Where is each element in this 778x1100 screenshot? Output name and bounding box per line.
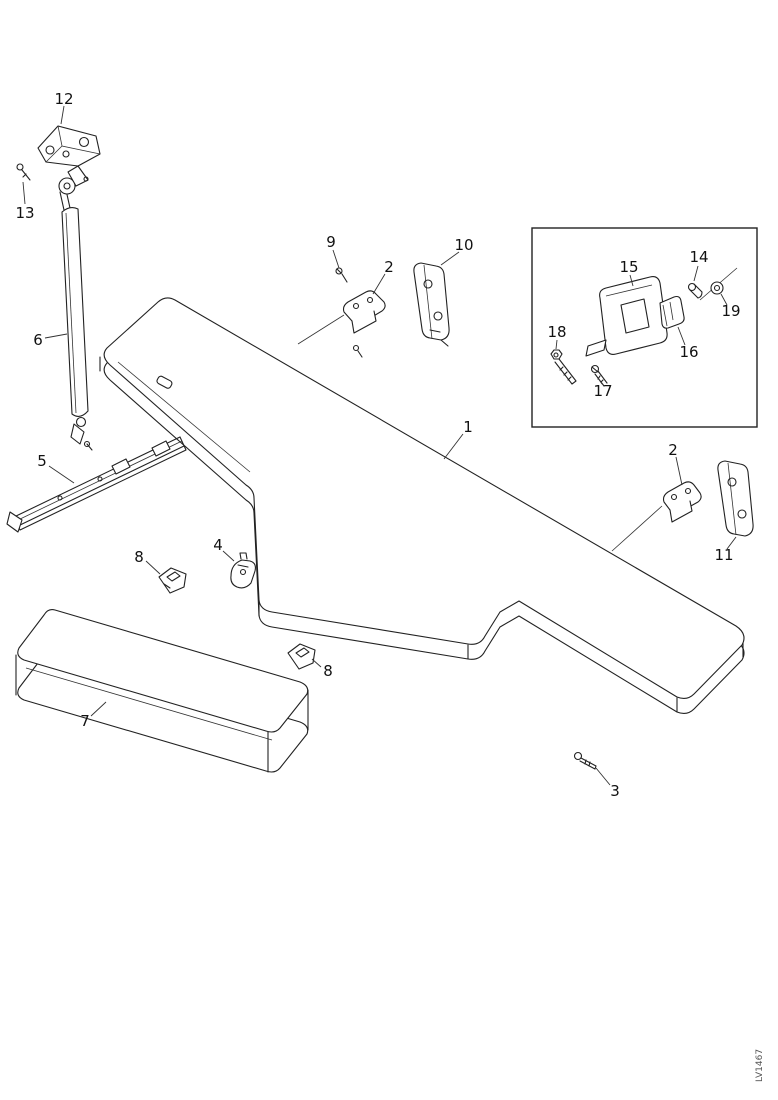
- inset-detail-box: [531, 227, 758, 428]
- drawing-code: LV1467: [755, 1049, 765, 1082]
- part-3-screw: [573, 751, 597, 770]
- part-15-latch-plate: [585, 276, 668, 357]
- part-12-hinge-bracket: [37, 125, 101, 187]
- part-label-17: 17: [593, 382, 612, 400]
- part-13-screw: [16, 163, 31, 181]
- part-label-7: 7: [80, 712, 90, 730]
- part-label-2-right: 2: [668, 441, 678, 459]
- part-8-clip-left: [158, 567, 187, 594]
- part-9-screw: [335, 267, 363, 358]
- part-11-mounting-plate: [717, 460, 754, 537]
- part-label-18: 18: [547, 323, 566, 341]
- part-2-bracket-right: [611, 481, 702, 552]
- part-label-4: 4: [213, 536, 223, 554]
- part-1-platform-panel: [99, 297, 745, 715]
- part-5-slide-rail: [6, 436, 187, 533]
- part-7-pad: [15, 609, 309, 773]
- leader-lines: [22, 105, 737, 786]
- part-label-6: 6: [33, 331, 43, 349]
- part-6-gas-strut: [58, 177, 93, 451]
- part-label-16: 16: [679, 343, 698, 361]
- part-label-1: 1: [463, 418, 473, 436]
- part-label-8-mid: 8: [323, 662, 333, 680]
- part-label-8-left: 8: [134, 548, 144, 566]
- part-8-clip-mid: [287, 643, 316, 670]
- part-label-14: 14: [689, 248, 708, 266]
- part-14-pin: [687, 282, 703, 299]
- part-label-3: 3: [610, 782, 620, 800]
- part-label-2-top: 2: [384, 258, 394, 276]
- part-10-mounting-plate: [413, 262, 450, 347]
- part-label-11: 11: [714, 546, 733, 564]
- part-label-12: 12: [54, 90, 73, 108]
- part-label-13: 13: [15, 204, 34, 222]
- part-4-clamp: [230, 552, 256, 589]
- part-2-bracket-top: [297, 290, 386, 345]
- part-label-9: 9: [326, 233, 336, 251]
- part-label-15: 15: [619, 258, 638, 276]
- part-16-clip: [659, 295, 685, 329]
- part-labels: 12 13 6 9 2 10 1 5 8 4 2 11 7 8 3 15 14 …: [15, 90, 740, 800]
- part-label-5: 5: [37, 452, 47, 470]
- part-19-washer: [699, 267, 738, 301]
- part-18-bolt: [550, 349, 577, 385]
- part-label-10: 10: [454, 236, 473, 254]
- part-label-19: 19: [721, 302, 740, 320]
